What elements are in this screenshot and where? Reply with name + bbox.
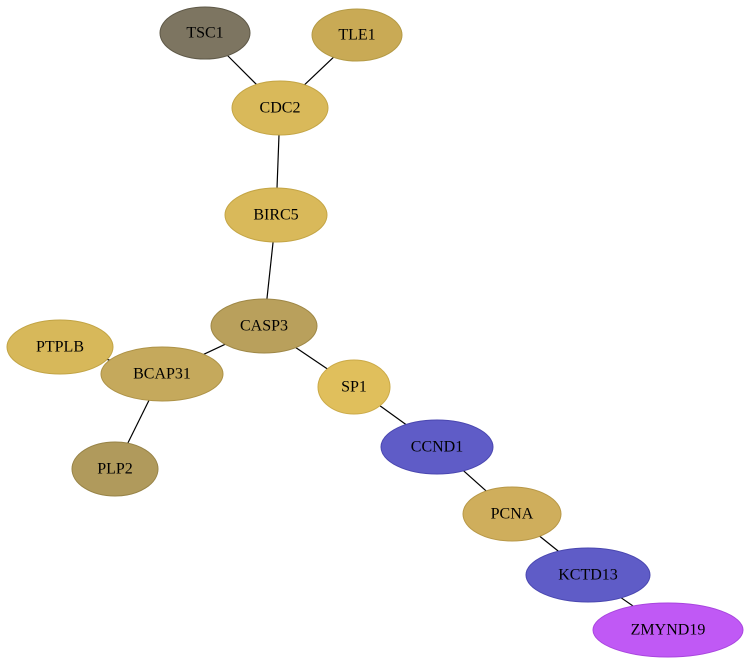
edge-layer (106, 55, 634, 607)
node-label: BCAP31 (133, 366, 191, 383)
node-zmynd19[interactable]: ZMYND19 (592, 602, 744, 658)
node-plp2[interactable]: PLP2 (71, 441, 159, 497)
node-cdc2[interactable]: CDC2 (231, 80, 329, 136)
node-label: TLE1 (338, 27, 375, 44)
node-ellipse (380, 419, 494, 475)
node-label: ZMYND19 (631, 622, 706, 639)
node-ellipse (462, 486, 562, 542)
node-ellipse (311, 8, 403, 62)
edge-tle1-cdc2 (304, 56, 334, 86)
edge-casp3-bcap31 (203, 343, 226, 355)
node-ellipse (525, 547, 651, 603)
node-casp3[interactable]: CASP3 (210, 298, 318, 354)
node-ellipse (210, 298, 318, 354)
node-label: PLP2 (97, 461, 133, 478)
node-label: BIRC5 (253, 207, 298, 224)
edge-cdc2-birc5 (276, 134, 280, 189)
node-ellipse (6, 319, 114, 375)
node-birc5[interactable]: BIRC5 (224, 187, 328, 243)
node-tsc1[interactable]: TSC1 (159, 6, 251, 60)
edge-casp3-sp1 (295, 347, 328, 370)
edge-ccnd1-pcna (463, 470, 487, 492)
node-label: CDC2 (260, 100, 301, 117)
node-ccnd1[interactable]: CCND1 (380, 419, 494, 475)
node-label: SP1 (341, 379, 367, 396)
node-bcap31[interactable]: BCAP31 (100, 346, 224, 402)
node-ellipse (159, 6, 251, 60)
node-label: PTPLB (36, 339, 84, 356)
edge-kctd13-zmynd19 (620, 597, 634, 607)
node-ellipse (317, 359, 391, 415)
node-ellipse (100, 346, 224, 402)
node-tle1[interactable]: TLE1 (311, 8, 403, 62)
node-sp1[interactable]: SP1 (317, 359, 391, 415)
node-label: CASP3 (240, 318, 288, 335)
edge-sp1-ccnd1 (379, 405, 407, 426)
node-ptplb[interactable]: PTPLB (6, 319, 114, 375)
node-label: KCTD13 (558, 567, 618, 584)
node-label: TSC1 (186, 25, 223, 42)
node-ellipse (71, 441, 159, 497)
edge-tsc1-cdc2 (227, 55, 257, 85)
edge-bcap31-plp2 (127, 400, 150, 444)
edge-birc5-casp3 (266, 241, 274, 300)
node-label: PCNA (491, 506, 534, 523)
node-pcna[interactable]: PCNA (462, 486, 562, 542)
node-ellipse (231, 80, 329, 136)
node-kctd13[interactable]: KCTD13 (525, 547, 651, 603)
edge-pcna-kctd13 (539, 535, 559, 552)
node-ellipse (592, 602, 744, 658)
node-ellipse (224, 187, 328, 243)
node-label: CCND1 (411, 439, 463, 456)
